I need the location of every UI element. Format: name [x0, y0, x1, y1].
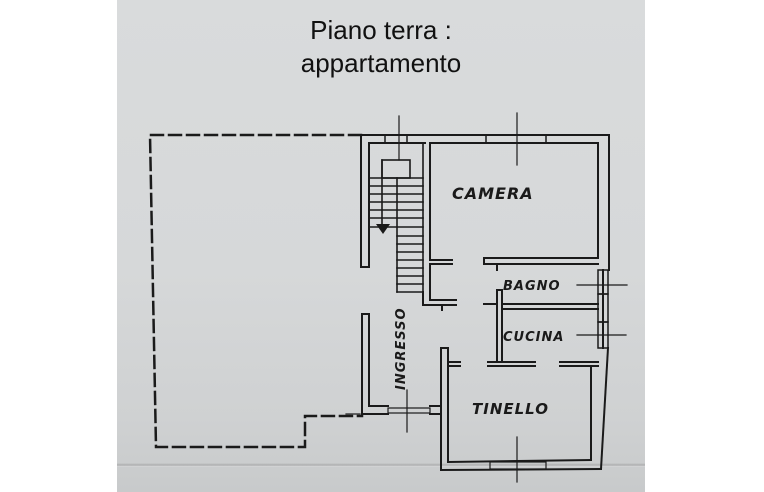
room-label-ingresso: INGRESSO — [394, 307, 409, 390]
room-label-tinello: TINELLO — [472, 400, 549, 418]
ingresso-walls — [361, 313, 442, 415]
section-lines — [345, 112, 628, 483]
plan-title: Piano terra : appartamento — [117, 14, 645, 80]
floor-plan-sheet — [117, 0, 645, 492]
hallway-walls — [422, 263, 457, 311]
room-label-cucina: CUCINA — [503, 330, 564, 345]
garden-outline — [148, 133, 364, 449]
plan-title-line-1: Piano terra : — [310, 15, 452, 45]
room-labels: CAMERA BAGNO CUCINA INGRESSO TINELLO — [394, 184, 564, 418]
bagno-cucina-walls — [483, 269, 609, 367]
stair-direction-arrow-icon — [376, 224, 390, 234]
room-label-camera: CAMERA — [452, 184, 534, 203]
camera-walls — [429, 134, 610, 271]
tinello-walls — [439, 346, 610, 472]
paper-fold — [117, 463, 645, 467]
stair-walls — [360, 134, 610, 268]
plan-title-line-2: appartamento — [300, 48, 462, 78]
stair-treads — [368, 142, 424, 293]
room-label-bagno: BAGNO — [503, 279, 561, 294]
